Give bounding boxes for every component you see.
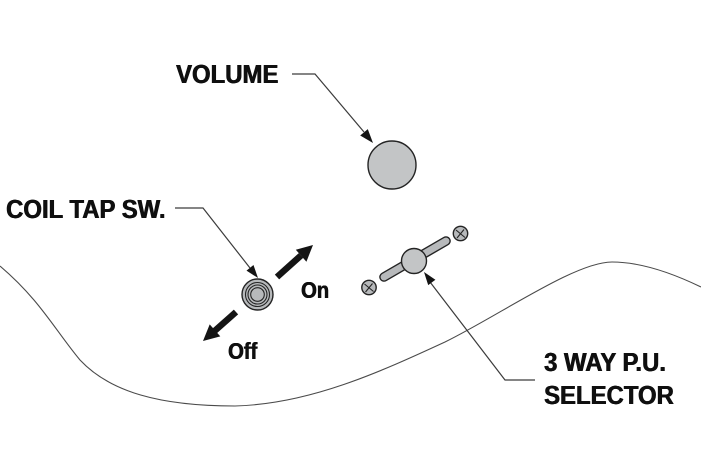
volume-knob [367, 140, 417, 190]
coil-tap-switch-knob [241, 278, 274, 311]
coil-tap-arrowhead-icon [246, 265, 258, 278]
guitar-body-edge-line [0, 261, 701, 407]
pickup-selector-label-line1: 3 WAY P.U. [544, 347, 666, 377]
selector-screw-upper-icon [452, 225, 469, 242]
volume-arrowhead-icon [360, 129, 373, 143]
switch-off-label: Off [228, 338, 258, 364]
coil-tap-callout-leader [175, 207, 258, 278]
off-direction-arrow-icon [203, 309, 239, 341]
pickup-selector-label: 3 WAY P.U. SELECTOR [544, 346, 674, 412]
volume-label: VOLUME [176, 59, 279, 89]
selector-lever-base [400, 247, 428, 275]
pickup-selector-label-line2: SELECTOR [544, 380, 674, 410]
selector-arrowhead-icon [424, 272, 436, 286]
pickup-selector-switch [361, 225, 469, 296]
selector-callout-leader [424, 272, 535, 381]
volume-callout-leader [292, 73, 373, 143]
coil-tap-label: COIL TAP SW. [6, 194, 166, 224]
selector-screw-lower-icon [361, 279, 377, 296]
switch-on-label: On [301, 277, 330, 303]
on-direction-arrow-icon [274, 245, 313, 280]
